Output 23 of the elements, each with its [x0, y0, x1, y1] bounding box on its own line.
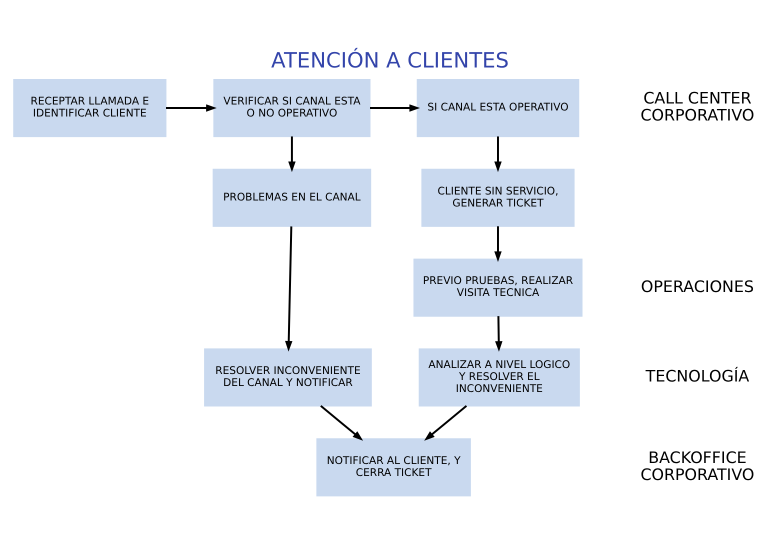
- arrow: [424, 404, 468, 440]
- node-box: CLIENTE SIN SERVICIO, GENERAR TICKET: [421, 168, 575, 226]
- diagram-title: ATENCIÓN A CLIENTES: [271, 46, 509, 72]
- label: TECNOLOGÍA: [646, 366, 750, 386]
- arrow: [166, 104, 217, 112]
- node-box: SI CANAL ESTA OPERATIVO: [416, 78, 580, 137]
- node-box: NOTIFICAR AL CLIENTE, Y CERRA TICKET: [316, 438, 471, 496]
- arrow: [494, 136, 502, 172]
- label: CALL CENTER CORPORATIVO: [640, 88, 754, 124]
- arrow: [288, 136, 296, 172]
- label: OPERACIONES: [640, 276, 754, 296]
- node-box: RESOLVER INCONVENIENTE DEL CANAL Y NOTIFICAR: [204, 348, 372, 406]
- node-box: RECEPTAR LLAMADA E IDENTIFICAR CLIENTE: [13, 78, 166, 137]
- node-box: PREVIO PRUEBAS, REALIZAR VISITA TECNICA: [413, 258, 583, 316]
- arrow: [320, 404, 364, 440]
- label: BACKOFFICE CORPORATIVO: [640, 447, 754, 484]
- arrow: [495, 316, 502, 352]
- node-box: PROBLEMAS EN EL CANAL: [212, 168, 372, 226]
- arrow: [494, 226, 502, 262]
- arrow: [370, 104, 420, 112]
- node-box: ANALIZAR A NIVEL LOGICO Y RESOLVER EL INCONVENIENTE: [418, 348, 580, 406]
- node-box: VERIFICAR SI CANAL ESTA O NO OPERATIVO: [213, 78, 371, 137]
- arrow: [285, 226, 292, 352]
